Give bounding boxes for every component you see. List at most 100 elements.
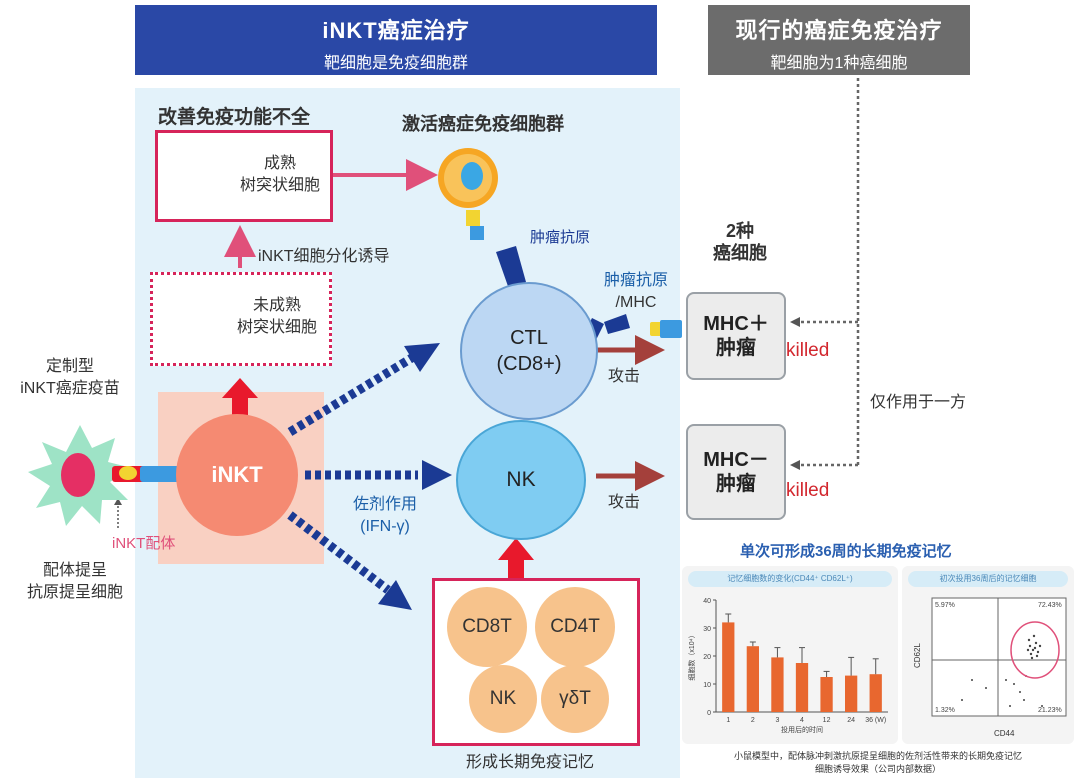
memory-cd8t: CD8T	[447, 587, 527, 667]
banner-subtitle: 靶细胞是免疫细胞群	[323, 55, 468, 72]
ctl-cell: CTL (CD8+)	[460, 282, 598, 420]
killed-label-2: killed	[786, 480, 830, 501]
dotted-link	[800, 78, 860, 467]
chart-caption: 小鼠模型中，配体脉冲刺激抗原提呈细胞的佐剂活性带来的长期免疫记忆 细胞诱导效果（…	[682, 750, 1074, 776]
banner-current-therapy: 现行的癌症免疫治疗 靶细胞为1种癌细胞	[708, 5, 970, 75]
tumor-mhc-plus-line2: 肿瘤	[716, 337, 756, 359]
label-tumor-antigen-mhc: 肿瘤抗原 /MHC	[596, 270, 676, 314]
chart-title: 单次可形成36周的长期免疫记忆	[740, 543, 952, 560]
dash-inkt-to-memory	[287, 511, 391, 594]
tumor-mhc-minus-line2: 肿瘤	[716, 473, 756, 495]
label-differentiation: iNKT细胞分化诱导	[258, 248, 390, 265]
custom-vaccine-2: iNKT癌症疫苗	[20, 380, 120, 397]
bar	[869, 674, 882, 712]
panel-facs: 初次投用36周后的记忆细胞 5.97% 72.43% 1.32% 21.23% …	[902, 566, 1074, 744]
two-kinds-2: 癌细胞	[713, 243, 767, 263]
y-tick-label: 0	[707, 710, 711, 717]
caption-line2: 细胞诱导效果（公司内部数据）	[814, 764, 941, 774]
apc-line2: 抗原提呈细胞	[26, 584, 123, 601]
q-bl: 1.32%	[935, 707, 955, 714]
adjuvant-2: (IFN-γ)	[360, 518, 410, 535]
tumor-antigen-mhc-1: 肿瘤抗原	[603, 272, 668, 289]
x-tick-label: 3	[775, 717, 779, 724]
x-tick-label: 1	[726, 717, 730, 724]
label-improve: 改善免疫功能不全	[158, 107, 311, 128]
facs-xlabel: CD44	[994, 729, 1015, 738]
apc-nucleus	[61, 453, 95, 497]
tumor-mhc-plus: MHC＋ 肿瘤	[686, 292, 786, 380]
label-apc: 配体提呈 抗原提呈细胞	[0, 560, 150, 604]
y-tick-label: 20	[703, 654, 711, 661]
ctl-receptor-top	[496, 246, 526, 292]
bar	[845, 675, 858, 712]
label-custom-vaccine: 定制型 iNKT癌症疫苗	[0, 356, 140, 400]
immature-dc-line2: 树突状细胞	[236, 319, 317, 336]
x-tick-label: 12	[823, 717, 831, 724]
label-activate: 激活癌症免疫细胞群	[402, 114, 564, 134]
arrowhead-ctl	[404, 343, 440, 372]
label-adjuvant: 佐剂作用 (IFN-γ)	[340, 494, 430, 538]
memory-nk: NK	[469, 665, 537, 733]
mature-dc-line2: 树突状细胞	[239, 177, 320, 194]
ctl-sublabel: (CD8+)	[496, 353, 562, 375]
y-tick-label: 40	[703, 598, 711, 605]
x-tick-label: 36 (W)	[865, 717, 886, 724]
mature-dc-box: 成熟 树突状细胞	[155, 130, 333, 222]
tumor-mhc-plus-line1: MHC＋	[703, 313, 769, 335]
immature-dc-box: 未成熟 树突状细胞	[150, 272, 332, 366]
facs-plot: 5.97% 72.43% 1.32% 21.23% CD44 CD62L	[913, 597, 1067, 738]
y-tick-label: 30	[703, 626, 711, 633]
tumor-antigen-mhc-2: /MHC	[615, 294, 657, 311]
ctl-label: CTL	[510, 327, 548, 349]
panel1-title: 记忆细胞数的变化(CD44⁺ CD62L⁺)	[688, 571, 892, 587]
banner-title-right: 现行的癌症免疫治疗	[735, 18, 943, 43]
two-kinds-1: 2种	[725, 221, 754, 241]
custom-vaccine-1: 定制型	[45, 358, 94, 375]
q-tr: 72.43%	[1038, 602, 1062, 609]
arrow-memory-to-nk	[498, 538, 534, 578]
facs-ylabel: CD62L	[913, 643, 922, 668]
banner-subtitle-right: 靶细胞为1种癌细胞	[770, 55, 908, 72]
label-tumor-antigen: 肿瘤抗原	[530, 229, 591, 246]
label-one-side: 仅作用于一方	[870, 394, 967, 411]
mature-dc-line1: 成熟	[263, 155, 296, 172]
activated-cell	[438, 148, 498, 208]
x-tick-label: 24	[847, 717, 855, 724]
x-tick-label: 2	[751, 717, 755, 724]
label-attack-2: 攻击	[608, 494, 641, 511]
q-br: 21.23%	[1038, 707, 1062, 714]
bar	[795, 663, 809, 712]
nk-label: NK	[506, 468, 536, 491]
label-long-memory: 形成长期免疫记忆	[466, 754, 595, 771]
label-attack-1: 攻击	[608, 368, 641, 385]
apc-line1: 配体提呈	[42, 562, 107, 579]
x-axis-label: 投用后的时间	[781, 725, 823, 734]
q-tl: 5.97%	[935, 602, 955, 609]
memory-box: CD8T CD4T NK γδT	[432, 578, 640, 746]
activated-receptor	[466, 210, 480, 226]
dash-inkt-to-ctl	[287, 352, 418, 436]
tcr-receptor	[140, 466, 180, 482]
arrow-inkt-to-immature	[222, 378, 258, 415]
bar	[722, 622, 735, 712]
label-ligand: iNKT配体	[112, 535, 176, 552]
y-tick-label: 10	[703, 682, 711, 689]
bar	[746, 646, 759, 712]
adjuvant-1: 佐剂作用	[352, 496, 417, 513]
inkt-cell: iNKT	[176, 414, 298, 536]
immature-dc-line1: 未成熟	[252, 297, 301, 314]
caption-line1: 小鼠模型中，配体脉冲刺激抗原提呈细胞的佐剂活性带来的长期免疫记忆	[733, 751, 1022, 761]
x-tick-label: 4	[800, 717, 804, 724]
bar	[820, 677, 833, 712]
banner-inkt-therapy: iNKT癌症治疗 靶细胞是免疫细胞群	[135, 5, 657, 75]
tumor-mhc-minus: MHC－ 肿瘤	[686, 424, 786, 520]
arrowhead-memory	[378, 580, 412, 610]
y-axis-label: 细胞数（x10⁴）	[687, 631, 696, 680]
killed-label-1: killed	[786, 340, 830, 361]
nk-cell: NK	[456, 420, 586, 540]
bar	[771, 657, 784, 712]
panel2-title: 初次投用36周后的记忆细胞	[908, 571, 1068, 587]
memory-gdt: γδT	[541, 665, 609, 733]
